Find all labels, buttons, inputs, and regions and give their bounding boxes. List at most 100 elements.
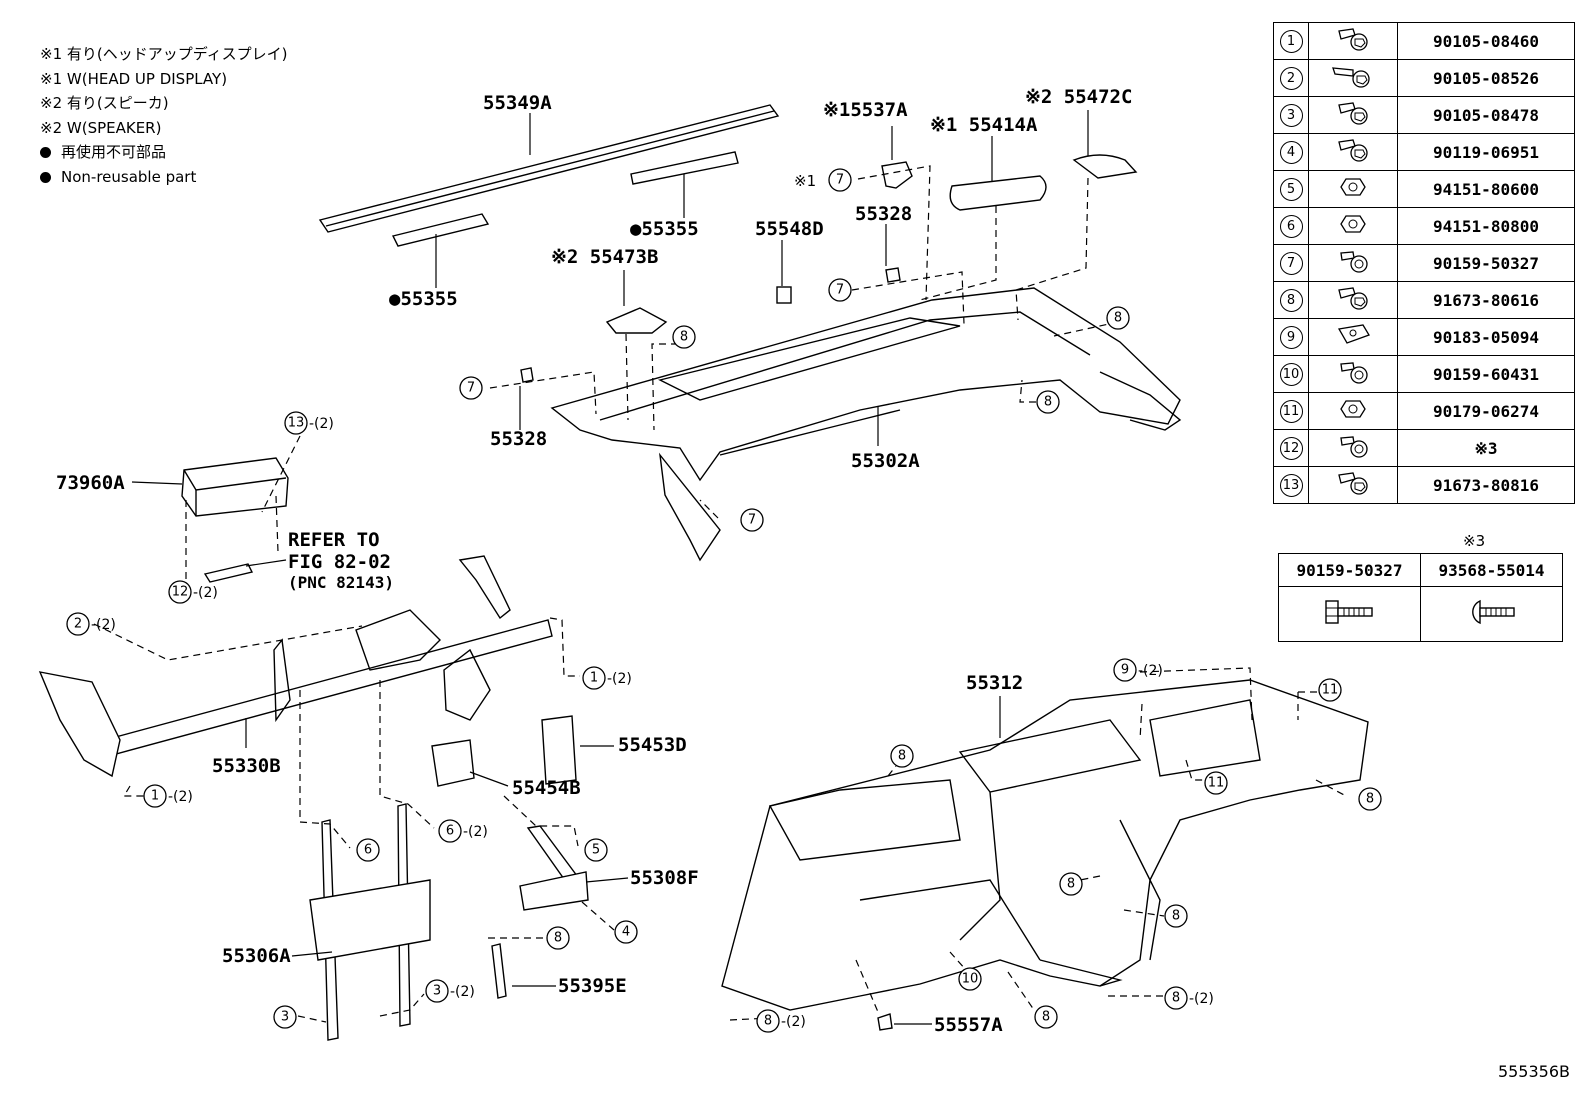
label-55453D: 55453D bbox=[618, 734, 687, 756]
callout-1: 1 bbox=[151, 789, 159, 804]
callout-9: 9 bbox=[1121, 663, 1129, 678]
bullet-icon bbox=[40, 171, 51, 183]
part-number-cell: 90183-05094 bbox=[1397, 318, 1575, 356]
part-number-cell: 90105-08478 bbox=[1397, 96, 1575, 134]
label-55312: 55312 bbox=[966, 672, 1023, 694]
label-55548D: 55548D bbox=[755, 218, 824, 240]
label-73960A: 73960A bbox=[56, 472, 125, 494]
label-55414A: ※1 55414A bbox=[930, 114, 1038, 136]
part-number-cell: 94151-80800 bbox=[1397, 207, 1575, 245]
parts-table-row: 8 91673-80616 bbox=[1273, 281, 1575, 319]
item-number: 4 bbox=[1279, 140, 1303, 164]
label-55537A: ※15537A bbox=[823, 99, 908, 121]
label-55349A: 55349A bbox=[483, 92, 552, 114]
label-55472C: ※2 55472C bbox=[1025, 86, 1132, 108]
nut-icon bbox=[1308, 392, 1398, 430]
item-number: 8 bbox=[1279, 288, 1303, 312]
note-5-text: 再使用不可部品 bbox=[61, 143, 167, 161]
flange-bolt-icon bbox=[1308, 466, 1398, 504]
part-number-cell: 91673-80816 bbox=[1397, 466, 1575, 504]
item-number-cell: 5 bbox=[1273, 170, 1309, 208]
label-55328-upper: 55328 bbox=[855, 203, 912, 225]
screw-icon bbox=[1308, 355, 1398, 393]
label-55306A: 55306A bbox=[222, 945, 291, 967]
callout-7: 7 bbox=[467, 381, 475, 396]
item-number: 5 bbox=[1279, 177, 1303, 201]
flange-bolt-icon bbox=[1308, 96, 1398, 134]
callout-5: 5 bbox=[592, 843, 600, 858]
label-55355-upper: ●55355 bbox=[630, 218, 699, 240]
label-55454B: 55454B bbox=[512, 777, 581, 799]
item-number: 1 bbox=[1279, 29, 1303, 53]
callout-8: 8 bbox=[898, 749, 906, 764]
parts-table-row: 10 90159-60431 bbox=[1273, 355, 1575, 393]
callout-8: 8 bbox=[1172, 909, 1180, 924]
star3-part-2: 93568-55014 bbox=[1420, 553, 1563, 587]
item-number-cell: 8 bbox=[1273, 281, 1309, 319]
parts-table-row: 6 94151-80800 bbox=[1273, 207, 1575, 245]
note-5: 再使用不可部品 bbox=[40, 140, 288, 165]
note-6-text: Non-reusable part bbox=[61, 167, 197, 186]
nut-icon bbox=[1308, 170, 1398, 208]
legend-notes: ※1 有り(ヘッドアップディスプレイ) ※1 W(HEAD UP DISPLAY… bbox=[40, 42, 288, 189]
part-number-cell: 91673-80616 bbox=[1397, 281, 1575, 319]
part-number-cell: 90159-60431 bbox=[1397, 355, 1575, 393]
item-number: 13 bbox=[1279, 473, 1303, 497]
item-number-cell: 9 bbox=[1273, 318, 1309, 356]
item-number: 11 bbox=[1279, 399, 1303, 423]
parts-table-row: 5 94151-80600 bbox=[1273, 170, 1575, 208]
item-number-cell: 13 bbox=[1273, 466, 1309, 504]
refer-to-line2: FIG 82-02 bbox=[288, 551, 391, 573]
qty-label: -(2) bbox=[463, 824, 488, 840]
item-number-cell: 10 bbox=[1273, 355, 1309, 393]
callout-3: 3 bbox=[433, 984, 441, 999]
note-4: ※2 W(SPEAKER) bbox=[40, 118, 162, 137]
note-2: ※1 W(HEAD UP DISPLAY) bbox=[40, 69, 228, 88]
qty-label: -(2) bbox=[193, 585, 218, 601]
item-number: 12 bbox=[1279, 436, 1303, 460]
label-55330B: 55330B bbox=[212, 755, 281, 777]
qty-label: -(2) bbox=[309, 416, 334, 432]
callout-8: 8 bbox=[764, 1014, 772, 1029]
callout-7: 7 bbox=[836, 283, 844, 298]
part-number-cell: 94151-80600 bbox=[1397, 170, 1575, 208]
label-55557A: 55557A bbox=[934, 1014, 1003, 1036]
callout-1: 1 bbox=[590, 671, 598, 686]
parts-table-row: 3 90105-08478 bbox=[1273, 96, 1575, 134]
item-number-cell: 3 bbox=[1273, 96, 1309, 134]
flange-bolt-icon bbox=[1308, 22, 1398, 60]
callout-8: 8 bbox=[1172, 991, 1180, 1006]
item-number: 2 bbox=[1279, 66, 1303, 90]
qty-label: -(2) bbox=[91, 617, 116, 633]
clip-nut-icon bbox=[1308, 318, 1398, 356]
note-1: ※1 有り(ヘッドアップディスプレイ) bbox=[40, 45, 288, 63]
long-bolt-icon bbox=[1308, 59, 1398, 97]
item-number-cell: 2 bbox=[1273, 59, 1309, 97]
item-number: 3 bbox=[1279, 103, 1303, 127]
callout-6: 6 bbox=[446, 824, 454, 839]
part-number-cell: ※3 bbox=[1397, 429, 1575, 467]
screw-icon bbox=[1308, 244, 1398, 282]
callout-11: 11 bbox=[1322, 683, 1339, 698]
callout-13: 13 bbox=[288, 416, 305, 431]
qty-label: -(2) bbox=[1138, 663, 1163, 679]
callout-7: 7 bbox=[836, 173, 844, 188]
figure-code: 555356B bbox=[1497, 1062, 1570, 1081]
refer-to-line1: REFER TO bbox=[288, 529, 380, 551]
dome-screw-icon bbox=[1420, 586, 1563, 642]
nut-icon bbox=[1308, 207, 1398, 245]
part-number-cell: 90179-06274 bbox=[1397, 392, 1575, 430]
item-number-cell: 6 bbox=[1273, 207, 1309, 245]
item-number-cell: 1 bbox=[1273, 22, 1309, 60]
label-55328-lower: 55328 bbox=[490, 428, 547, 450]
flange-bolt-icon bbox=[1308, 133, 1398, 171]
flange-bolt-icon bbox=[1308, 281, 1398, 319]
parts-table-row: 12 ※3 bbox=[1273, 429, 1575, 467]
label-55302A: 55302A bbox=[851, 450, 920, 472]
callout-8: 8 bbox=[680, 330, 688, 345]
callout-11: 11 bbox=[1208, 776, 1225, 791]
label-55355-lower: ●55355 bbox=[389, 288, 458, 310]
